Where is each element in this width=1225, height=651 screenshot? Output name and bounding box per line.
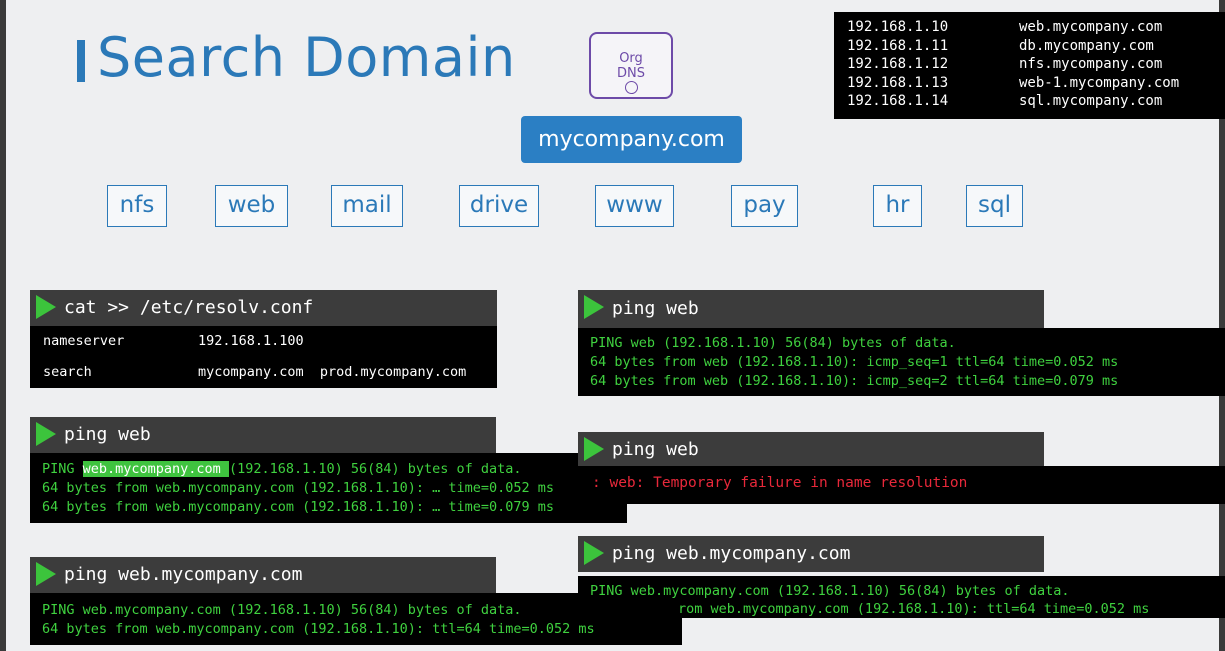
play-icon [36,295,56,319]
left-ping-fqdn-header: ping web.mycompany.com [30,557,496,593]
output-line: PING web.mycompany.com (192.168.1.10) 56… [42,461,522,477]
host-name: web.mycompany.com [1019,19,1163,35]
host-ip: 192.168.1.14 [847,93,949,109]
nameserver-label: nameserver [43,333,125,349]
host-ip: 192.168.1.10 [847,19,949,35]
host-name: db.mycompany.com [1019,37,1154,54]
play-icon [584,437,604,461]
domain-box: mycompany.com [521,116,742,163]
output-line: 64 bytes from web.mycompany.com (192.168… [42,499,555,515]
output-line: PING web.mycompany.com (192.168.1.10) 56… [590,583,1070,599]
output-text: PING [42,461,83,477]
output-line: PING web.mycompany.com (192.168.1.10) 56… [42,602,522,618]
play-icon [36,562,56,586]
dns-server-icon [624,81,638,94]
org-dns-line2: DNS [617,66,645,81]
search-value: mycompany.com prod.mycompany.com [198,364,467,380]
subdomain-pay: pay [731,185,798,227]
output-line: 64 bytes from web.mycompany.com (192.168… [42,480,555,496]
output-line: 64 bytes from web (192.168.1.10): icmp_s… [590,354,1119,370]
left-ping-web-command: ping web [64,424,151,445]
left-ping-web-header: ping web [30,417,496,453]
right-ping-fqdn-command: ping web.mycompany.com [612,543,851,564]
host-name: nfs.mycompany.com [1019,56,1163,72]
title-accent-bar [77,40,85,82]
play-icon [584,541,604,565]
left-ping-web-output: PING web.mycompany.com (192.168.1.10) 56… [30,453,627,523]
right-ping-fail-header: ping web [578,432,1044,468]
host-ip: 192.168.1.12 [847,56,949,72]
subdomain-hr: hr [873,185,922,227]
right-ping-fail-command: ping web [612,439,699,460]
host-ip: 192.168.1.13 [847,74,949,91]
output-line: 64 bytes from web (192.168.1.10): icmp_s… [590,373,1119,389]
left-ping-fqdn-output: PING web.mycompany.com (192.168.1.10) 56… [30,593,682,645]
play-icon [36,422,56,446]
host-name: web-1.mycompany.com [1019,74,1180,91]
subdomain-www: www [595,185,674,227]
org-dns-box: Org DNS [589,32,673,99]
highlighted-fqdn: web.mycompany.com [82,461,229,477]
right-ping-fail-output: : web: Temporary failure in name resolut… [578,466,1225,504]
resolv-command: cat >> /etc/resolv.conf [64,297,314,318]
subdomain-web: web [215,185,288,227]
subdomain-drive: drive [459,185,539,227]
subdomain-mail: mail [331,185,403,227]
output-line: rom web.mycompany.com (192.168.1.10): tt… [678,601,1150,617]
right-ping-web-header: ping web [578,290,1044,328]
subdomain-sql: sql [966,185,1023,227]
nameserver-value: 192.168.1.100 [198,333,304,349]
play-icon [584,295,604,319]
right-ping-fqdn-header: ping web.mycompany.com [578,536,1044,572]
left-edge-bar [0,0,6,651]
right-ping-fqdn-output: PING web.mycompany.com (192.168.1.10) 56… [578,576,1225,618]
output-text: (192.168.1.10) 56(84) bytes of data. [228,461,522,477]
hosts-table: 192.168.1.10 web.mycompany.com 192.168.1.… [834,12,1225,119]
resolv-terminal: nameserver 192.168.1.100 search mycompan… [30,326,497,388]
page-title: Search Domain [97,26,516,89]
subdomain-nfs: nfs [107,185,167,227]
search-label: search [43,364,92,380]
right-ping-web-output: PING web (192.168.1.10) 56(84) bytes of … [578,328,1225,396]
org-dns-line1: Org [619,51,643,66]
output-line: 64 bytes from web.mycompany.com (192.168… [42,621,595,637]
right-edge-bar [1219,0,1225,651]
resolv-command-header: cat >> /etc/resolv.conf [30,290,497,326]
error-line: : web: Temporary failure in name resolut… [592,475,968,491]
host-name: sql.mycompany.com [1019,93,1163,109]
host-ip: 192.168.1.11 [847,37,949,54]
output-line: PING web (192.168.1.10) 56(84) bytes of … [590,335,956,351]
right-ping-web-command: ping web [612,298,699,319]
left-ping-fqdn-command: ping web.mycompany.com [64,564,303,585]
